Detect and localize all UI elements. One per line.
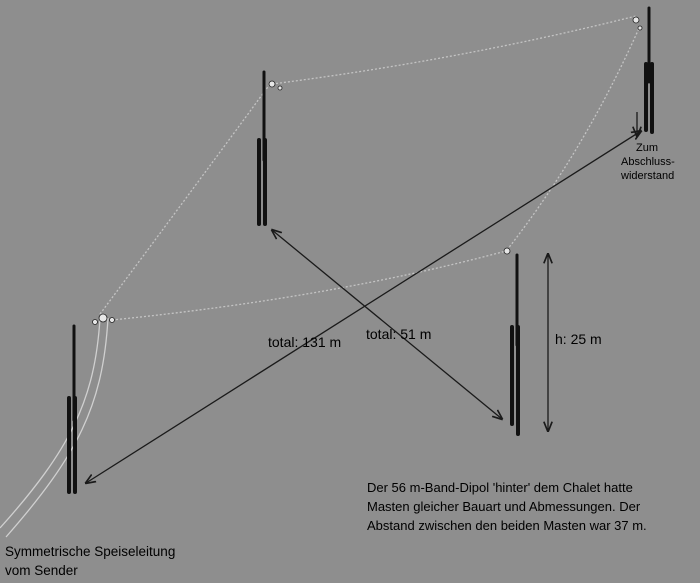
note-line-2: Masten gleicher Bauart und Abmessungen. … [367,499,641,514]
arrow-total-51m [272,230,502,419]
wire-rear-left-to-rear-right [271,15,637,85]
feed-line-caption-2: vom Sender [5,563,78,578]
note-line-1: Der 56 m-Band-Dipol 'hinter' dem Chalet … [367,480,633,495]
label-height-25m: h: 25 m [555,331,602,347]
antenna-wires [99,15,641,321]
insulators [92,16,643,325]
dimension-arrows [86,112,641,483]
wire-front-right-to-rear-right [506,25,641,251]
wire-front-left-to-rear-left [99,83,271,315]
feed-line-caption: Symmetrische Speiseleitung vom Sender [5,542,175,580]
mast-rear-right [644,6,654,134]
feed-line [0,317,109,538]
label-total-51m: total: 51 m [366,326,432,342]
label-zum-abschluss-3: widerstand [621,170,675,182]
wire-front-left-to-front-right [111,250,507,321]
label-zum-abschluss-1: Zum [636,142,658,154]
arrow-total-131m [86,131,641,483]
mast-front-right [510,253,520,436]
feed-line-caption-1: Symmetrische Speiseleitung [5,544,176,559]
label-total-131m: total: 131 m [268,334,342,350]
dipol-note: Der 56 m-Band-Dipol 'hinter' dem Chalet … [367,478,697,535]
mast-front-left [67,324,77,494]
note-line-3: Abstand zwischen den beiden Masten war 3… [367,518,647,533]
label-zum-abschluss-2: Abschluss- [621,156,675,168]
